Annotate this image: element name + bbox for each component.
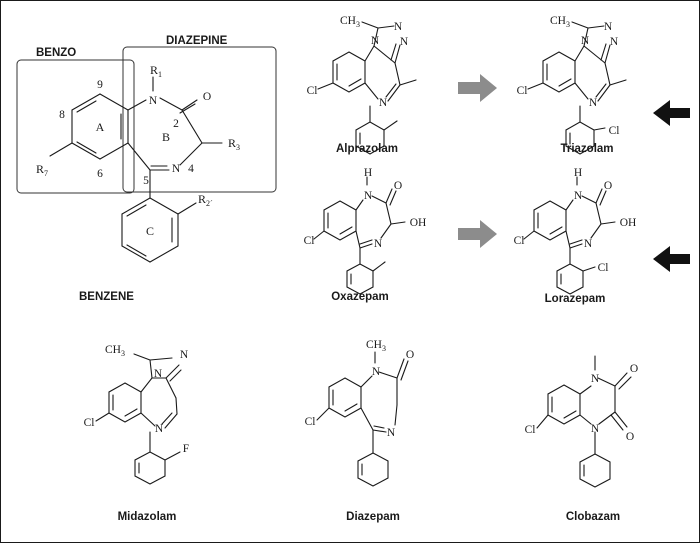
benzo-box <box>16 59 135 194</box>
svg-text:N: N <box>394 21 403 33</box>
svg-text:OH: OH <box>410 217 427 229</box>
svg-text:N: N <box>589 97 598 109</box>
alprazolam-structure: Cl N N N N CH3 Alprazolam <box>307 15 417 155</box>
ring-a-label: A <box>96 120 105 134</box>
svg-text:N: N <box>591 373 600 385</box>
pos-8: 8 <box>59 109 65 121</box>
svg-text:Cl: Cl <box>525 424 536 436</box>
black-arrow-lorazepam <box>653 246 690 272</box>
r7-label: R7 <box>36 162 48 178</box>
svg-text:CH3: CH3 <box>340 15 360 29</box>
svg-text:OH: OH <box>620 217 637 229</box>
svg-text:Cl: Cl <box>307 85 318 97</box>
triazolam-label: Triazolam <box>560 143 613 155</box>
r3-label: R3 <box>228 136 240 152</box>
svg-text:N: N <box>610 36 619 48</box>
ring-b-label: B <box>162 130 170 144</box>
svg-text:N: N <box>387 427 396 439</box>
svg-text:Cl: Cl <box>304 235 315 247</box>
svg-text:N: N <box>364 190 373 202</box>
ring-a <box>71 93 129 160</box>
svg-text:O: O <box>406 349 414 361</box>
svg-text:O: O <box>394 180 402 192</box>
r2-prime-label: R2´ <box>198 192 213 208</box>
ring-c <box>121 169 197 263</box>
svg-text:N: N <box>155 423 164 435</box>
svg-text:O: O <box>626 431 634 443</box>
svg-text:H: H <box>364 167 372 179</box>
triazolam-structure: Cl N N N N Cl CH3 Triazolam <box>517 15 627 155</box>
svg-text:N: N <box>180 349 189 361</box>
svg-text:O: O <box>604 180 612 192</box>
r1-label: R1 <box>150 63 162 79</box>
svg-text:N: N <box>604 21 613 33</box>
atom-n4: N <box>172 163 181 175</box>
ring-c-label: C <box>146 224 154 238</box>
svg-text:H: H <box>574 167 582 179</box>
pos-9: 9 <box>97 79 103 91</box>
atom-n1: N <box>149 95 158 107</box>
svg-text:CH3: CH3 <box>105 344 125 358</box>
svg-text:Cl: Cl <box>84 417 95 429</box>
benzo-label: BENZO <box>36 47 76 59</box>
svg-text:N: N <box>154 368 163 380</box>
alprazolam-label: Alprazolam <box>336 143 398 155</box>
diazepine-box <box>122 46 277 193</box>
midazolam-label: Midazolam <box>118 511 177 523</box>
atom-o: O <box>203 91 211 103</box>
svg-text:N: N <box>379 97 388 109</box>
svg-text:CH3: CH3 <box>550 15 570 29</box>
svg-text:N: N <box>371 35 380 47</box>
benzene-label: BENZENE <box>79 291 134 303</box>
svg-text:O: O <box>630 363 638 375</box>
diazepine-label: DIAZEPINE <box>166 35 228 47</box>
svg-text:Cl: Cl <box>609 125 620 137</box>
oxazepam-label: Oxazepam <box>331 291 389 303</box>
svg-text:N: N <box>574 190 583 202</box>
midazolam-structure: Cl N N N F CH3 Midazolam <box>84 344 190 523</box>
pos-4: 4 <box>188 163 194 175</box>
svg-text:N: N <box>374 238 383 250</box>
pos-6: 6 <box>97 168 103 180</box>
core-structure: BENZO DIAZEPINE R7 9 8 6 A <box>16 35 277 303</box>
svg-text:Cl: Cl <box>517 85 528 97</box>
diazepam-structure: Cl N N O CH3 Diazepam <box>305 339 415 523</box>
svg-text:Cl: Cl <box>598 262 609 274</box>
lorazepam-label: Lorazepam <box>545 293 606 305</box>
oxazepam-structure: Cl N H O OH N Oxazepam <box>304 167 427 303</box>
svg-text:CH3: CH3 <box>366 339 386 353</box>
svg-text:Cl: Cl <box>305 416 316 428</box>
gray-arrow-alprazolam-triazolam <box>458 74 497 102</box>
pos-2: 2 <box>173 118 179 130</box>
svg-text:N: N <box>591 423 600 435</box>
svg-text:N: N <box>584 238 593 250</box>
svg-text:N: N <box>400 36 409 48</box>
ring-b <box>127 76 223 171</box>
pos-5: 5 <box>143 175 149 187</box>
gray-arrow-oxazepam-lorazepam <box>458 220 497 248</box>
lorazepam-structure: Cl N H O OH N Cl Lorazepam <box>514 167 637 305</box>
svg-text:N: N <box>372 366 381 378</box>
clobazam-structure: Cl N N O O Clobazam <box>525 355 638 523</box>
black-arrow-triazolam <box>653 100 690 126</box>
svg-text:Cl: Cl <box>514 235 525 247</box>
svg-text:N: N <box>581 35 590 47</box>
diazepam-label: Diazepam <box>346 511 400 523</box>
clobazam-label: Clobazam <box>566 511 620 523</box>
svg-text:F: F <box>183 443 189 455</box>
